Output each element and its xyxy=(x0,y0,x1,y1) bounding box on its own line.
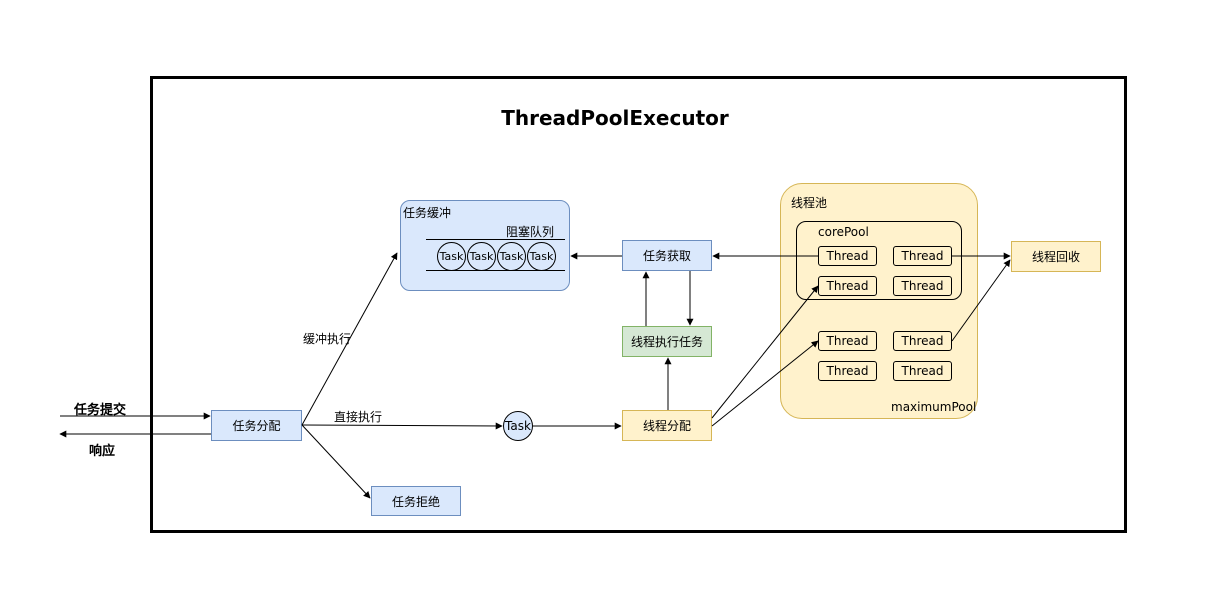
queue-task: Task xyxy=(497,242,526,271)
max-pool-label: maximumPool xyxy=(891,400,977,414)
core-thread: Thread xyxy=(893,246,952,266)
thread-execute-box: 线程执行任务 xyxy=(622,326,712,357)
queue-task: Task xyxy=(467,242,496,271)
thread-assign-box: 线程分配 xyxy=(622,410,712,441)
core-thread: Thread xyxy=(818,276,877,296)
queue-top-line xyxy=(426,239,565,240)
arrow-assign-to-extra xyxy=(711,340,819,427)
extra-thread: Thread xyxy=(818,331,877,351)
arrow-reject xyxy=(301,424,371,499)
task-reject-box: 任务拒绝 xyxy=(371,486,461,516)
task-fetch-box: 任务获取 xyxy=(622,240,712,271)
queue-bottom-line xyxy=(426,270,565,271)
core-pool-label: corePool xyxy=(818,225,869,239)
extra-thread: Thread xyxy=(818,361,877,381)
arrow-assign-to-core xyxy=(711,285,819,419)
executor-frame xyxy=(150,76,1127,533)
arrow-direct-exec xyxy=(301,422,503,430)
thread-recycle-box: 线程回收 xyxy=(1011,241,1101,272)
extra-thread: Thread xyxy=(893,331,952,351)
buffer-label: 任务缓冲 xyxy=(403,206,452,220)
task-dispatch-box: 任务分配 xyxy=(211,410,302,441)
response-label: 响应 xyxy=(89,444,116,459)
direct-exec-label: 直接执行 xyxy=(334,410,383,424)
arrow-buffer-exec xyxy=(301,252,398,426)
thread-pool-label: 线程池 xyxy=(791,196,828,210)
arrow-extra-recycle xyxy=(951,259,1011,342)
core-thread: Thread xyxy=(818,246,877,266)
direct-task-circle: Task xyxy=(503,411,533,441)
extra-thread: Thread xyxy=(893,361,952,381)
diagram-title: ThreadPoolExecutor xyxy=(501,106,729,130)
submit-label: 任务提交 xyxy=(74,403,127,418)
core-pool-area xyxy=(796,221,962,300)
queue-task: Task xyxy=(527,242,556,271)
core-thread: Thread xyxy=(893,276,952,296)
blocking-queue-label: 阻塞队列 xyxy=(506,225,555,239)
buffer-exec-label: 缓冲执行 xyxy=(303,332,352,346)
queue-task: Task xyxy=(437,242,466,271)
